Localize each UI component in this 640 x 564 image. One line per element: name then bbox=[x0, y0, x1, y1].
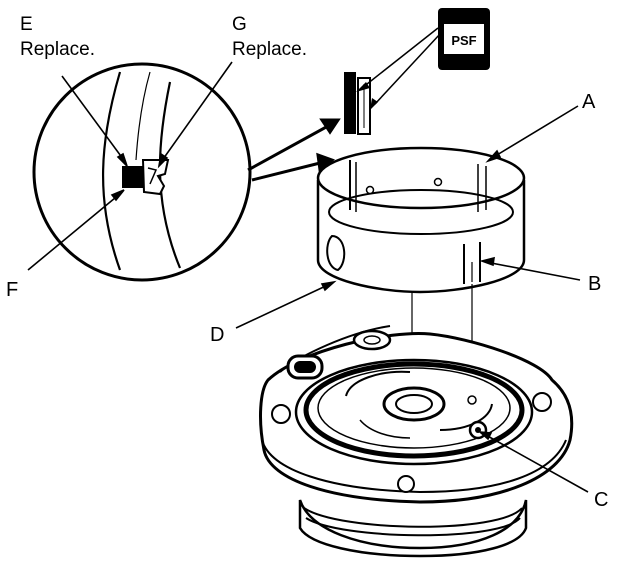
label-f: F bbox=[6, 279, 18, 301]
label-b: B bbox=[588, 273, 601, 295]
psf-badge-text: PSF bbox=[451, 33, 476, 48]
leader-lines-parts bbox=[235, 105, 589, 493]
label-e: E bbox=[20, 14, 33, 35]
seal-ring-part bbox=[344, 72, 371, 135]
label-c: C bbox=[594, 489, 608, 511]
label-g-note: Replace. bbox=[232, 39, 307, 60]
leader-lines-detail bbox=[27, 61, 233, 271]
label-a: A bbox=[582, 91, 596, 113]
label-e-note: Replace. bbox=[20, 39, 95, 60]
band-sleeve bbox=[316, 146, 526, 294]
label-d: D bbox=[210, 324, 224, 346]
detail-view bbox=[32, 62, 252, 282]
psf-badge: PSF bbox=[356, 8, 490, 110]
callout-arrows bbox=[247, 118, 341, 182]
label-g: G bbox=[232, 14, 247, 35]
labels: E Replace. G Replace. A B C D F bbox=[6, 14, 608, 511]
housing-base bbox=[259, 325, 574, 558]
